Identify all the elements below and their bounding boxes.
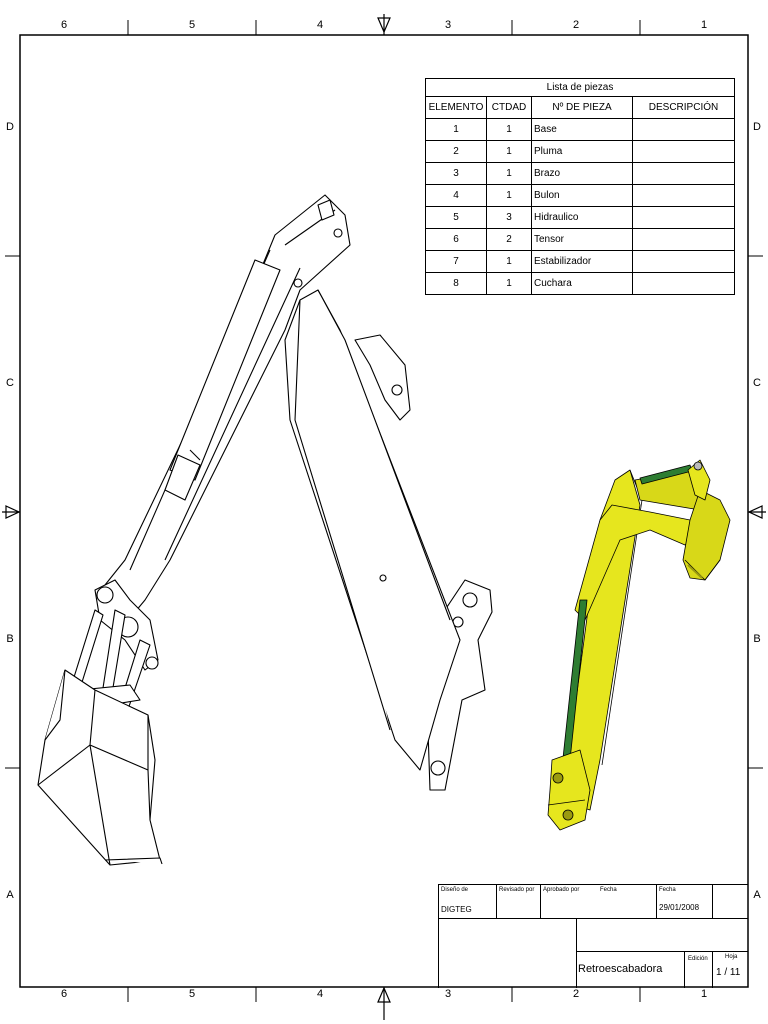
zone-row-label: D bbox=[6, 121, 14, 133]
zone-col-label: 1 bbox=[700, 19, 708, 31]
zone-row-label: C bbox=[753, 377, 761, 389]
cell-desc bbox=[632, 228, 735, 251]
cell-part: Tensor bbox=[531, 228, 633, 251]
approval-date-label: Fecha bbox=[600, 887, 617, 893]
cell-item: 7 bbox=[425, 250, 487, 273]
cell-qty: 1 bbox=[486, 140, 532, 163]
zone-col-label: 3 bbox=[444, 988, 452, 1000]
cell-part: Hidraulico bbox=[531, 206, 633, 229]
cell-desc bbox=[632, 250, 735, 273]
cell-part: Estabilizador bbox=[531, 250, 633, 273]
cell-qty: 1 bbox=[486, 184, 532, 207]
zone-col-label: 1 bbox=[700, 988, 708, 1000]
cell-part: Cuchara bbox=[531, 272, 633, 295]
header-qty: CTDAD bbox=[486, 96, 532, 119]
zone-col-label: 4 bbox=[316, 19, 324, 31]
parts-list-title: Lista de piezas bbox=[425, 78, 735, 97]
cell-part: Bulon bbox=[531, 184, 633, 207]
top-zone-ticks bbox=[5, 20, 763, 1002]
zone-row-label: A bbox=[753, 889, 761, 901]
sheet-number: 1 / 11 bbox=[716, 967, 741, 978]
cell-desc bbox=[632, 184, 735, 207]
cell-qty: 2 bbox=[486, 228, 532, 251]
zone-col-label: 2 bbox=[572, 19, 580, 31]
zone-col-label: 5 bbox=[188, 988, 196, 1000]
designed-by-label: Diseño de bbox=[441, 887, 469, 893]
zone-row-label: B bbox=[753, 633, 761, 645]
designed-by-value: DIGTEG bbox=[441, 905, 472, 914]
cell-item: 8 bbox=[425, 272, 487, 295]
parts-list-header-row: ELEMENTO CTDAD Nº DE PIEZA DESCRIPCIÓN bbox=[425, 96, 735, 119]
approved-by-label: Aprobado por bbox=[543, 887, 580, 893]
table-row: 4 1 Bulon bbox=[425, 184, 735, 207]
parts-list-table: Lista de piezas ELEMENTO CTDAD Nº DE PIE… bbox=[425, 78, 735, 295]
zone-row-label: C bbox=[6, 377, 14, 389]
cell-item: 1 bbox=[425, 118, 487, 141]
backhoe-shaded-view bbox=[547, 459, 731, 831]
cell-item: 5 bbox=[425, 206, 487, 229]
date-value: 29/01/2008 bbox=[659, 903, 700, 912]
zone-col-label: 5 bbox=[188, 19, 196, 31]
title-block: Diseño de DIGTEG Revisado por Aprobado p… bbox=[438, 884, 748, 988]
zone-col-label: 3 bbox=[444, 19, 452, 31]
zone-row-label: B bbox=[6, 633, 14, 645]
edition-label: Edición bbox=[688, 956, 708, 962]
cell-desc bbox=[632, 206, 735, 229]
cell-desc bbox=[632, 140, 735, 163]
cell-desc bbox=[632, 162, 735, 185]
cell-part: Brazo bbox=[531, 162, 633, 185]
drawing-title: Retroescabadora bbox=[578, 963, 663, 975]
cell-part: Pluma bbox=[531, 140, 633, 163]
cell-item: 2 bbox=[425, 140, 487, 163]
center-marks bbox=[2, 14, 766, 1020]
cell-item: 4 bbox=[425, 184, 487, 207]
table-row: 3 1 Brazo bbox=[425, 162, 735, 185]
header-part-number: Nº DE PIEZA bbox=[531, 96, 633, 119]
cell-qty: 1 bbox=[486, 272, 532, 295]
zone-row-label: D bbox=[753, 121, 761, 133]
zone-col-label: 2 bbox=[572, 988, 580, 1000]
zone-col-label: 4 bbox=[316, 988, 324, 1000]
header-item: ELEMENTO bbox=[425, 96, 487, 119]
table-row: 8 1 Cuchara bbox=[425, 272, 735, 295]
cell-qty: 1 bbox=[486, 162, 532, 185]
table-row: 1 1 Base bbox=[425, 118, 735, 141]
zone-col-label: 6 bbox=[60, 19, 68, 31]
date-label: Fecha bbox=[659, 887, 676, 893]
cell-desc bbox=[632, 272, 735, 295]
cell-desc bbox=[632, 118, 735, 141]
header-description: DESCRIPCIÓN bbox=[632, 96, 735, 119]
backhoe-line-drawing bbox=[37, 194, 493, 866]
cell-qty: 1 bbox=[486, 250, 532, 273]
table-row: 6 2 Tensor bbox=[425, 228, 735, 251]
zone-row-label: A bbox=[6, 889, 14, 901]
reviewed-by-label: Revisado por bbox=[499, 887, 535, 893]
cell-qty: 1 bbox=[486, 118, 532, 141]
cell-item: 3 bbox=[425, 162, 487, 185]
cell-part: Base bbox=[531, 118, 633, 141]
cell-qty: 3 bbox=[486, 206, 532, 229]
table-row: 2 1 Pluma bbox=[425, 140, 735, 163]
cell-item: 6 bbox=[425, 228, 487, 251]
table-row: 5 3 Hidraulico bbox=[425, 206, 735, 229]
sheet-label: Hoja bbox=[725, 954, 738, 960]
zone-col-label: 6 bbox=[60, 988, 68, 1000]
table-row: 7 1 Estabilizador bbox=[425, 250, 735, 273]
